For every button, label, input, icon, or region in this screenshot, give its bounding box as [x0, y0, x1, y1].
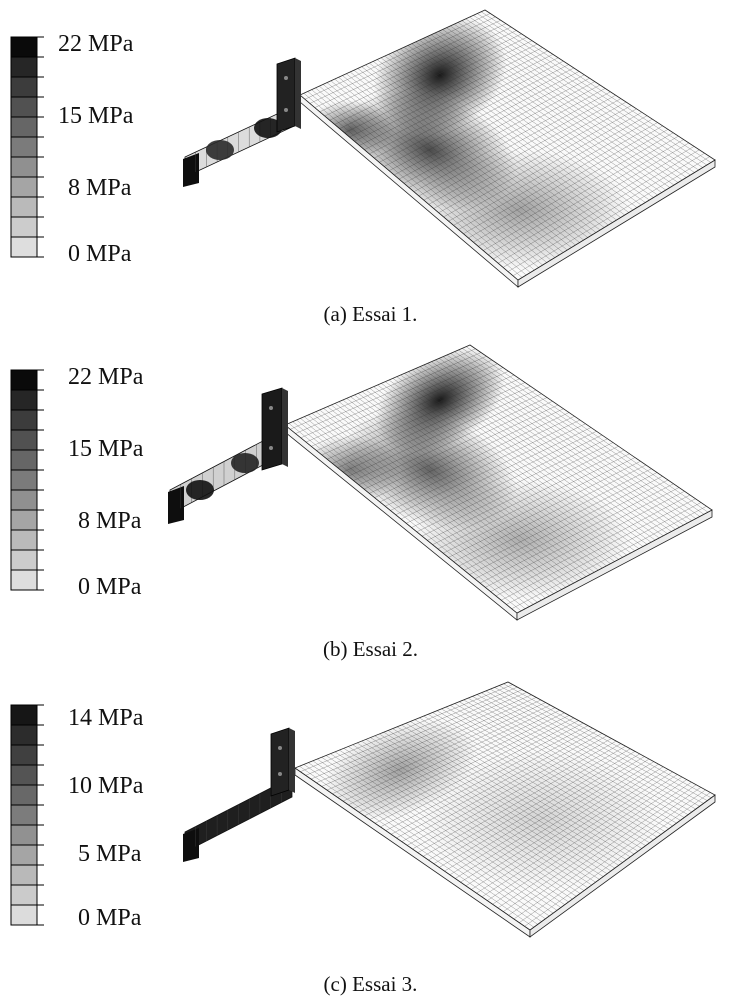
beam-stress-zone	[206, 140, 234, 160]
legend-band	[10, 176, 38, 198]
panel-essai-2: 22 MPa 15 MPa 8 MPa 0 MPa (b) Essai 2.	[0, 335, 741, 665]
legend-band	[10, 884, 38, 906]
legend-band	[10, 96, 38, 118]
legend-band	[10, 904, 38, 926]
legend-low-label: 8 MPa	[78, 508, 142, 534]
fe-mesh	[303, 11, 711, 278]
panel-essai-1: 22 MPa 15 MPa 8 MPa 0 MPa (a) Essai 1.	[0, 0, 741, 330]
bolt-hole	[278, 746, 282, 750]
legend-band	[10, 864, 38, 886]
stress-legend: 22 MPa 15 MPa 8 MPa 0 MPa	[10, 365, 143, 599]
bolt-hole	[278, 772, 282, 776]
legend-low-label: 5 MPa	[78, 841, 142, 867]
legend-max-label: 22 MPa	[68, 364, 144, 390]
vertical-post	[270, 727, 290, 797]
vertical-post-side	[282, 388, 288, 467]
figure-caption: (b) Essai 2.	[322, 637, 419, 661]
legend-band	[10, 449, 38, 471]
legend-band	[10, 76, 38, 98]
legend-mid-label: 15 MPa	[68, 436, 144, 462]
stress-legend: 14 MPa 10 MPa 5 MPa 0 MPa	[10, 704, 143, 934]
legend-max-label: 14 MPa	[68, 705, 144, 731]
legend-band	[10, 56, 38, 78]
fe-model-essai-3	[183, 681, 716, 938]
vertical-post	[261, 387, 283, 471]
legend-band	[10, 469, 38, 491]
legend-band	[10, 136, 38, 158]
bolt-hole	[284, 76, 288, 80]
legend-band	[10, 216, 38, 238]
legend-band	[10, 409, 38, 431]
legend-band	[10, 389, 38, 411]
beam-end-face	[183, 153, 199, 187]
legend-color-bar	[10, 36, 44, 258]
legend-min-label: 0 MPa	[78, 574, 142, 600]
legend-band	[10, 116, 38, 138]
legend-band	[10, 784, 38, 806]
stress-zone	[300, 435, 400, 505]
legend-band	[10, 744, 38, 766]
legend-band	[10, 369, 38, 391]
legend-band	[10, 704, 38, 726]
fe-mesh	[288, 346, 709, 611]
vertical-post-side	[295, 58, 301, 129]
legend-mid-label: 15 MPa	[58, 103, 134, 129]
legend-band	[10, 529, 38, 551]
fe-model-essai-1	[183, 9, 716, 288]
beam-stress-zone	[186, 480, 214, 500]
panel-essai-3: 14 MPa 10 MPa 5 MPa 0 MPa (c) Essai 3.	[0, 670, 741, 1001]
legend-band	[10, 844, 38, 866]
beam-end-face	[183, 828, 199, 862]
legend-band	[10, 569, 38, 591]
legend-band	[10, 429, 38, 451]
legend-max-label: 22 MPa	[58, 31, 134, 57]
stress-zone	[410, 480, 630, 600]
legend-band	[10, 236, 38, 258]
fe-model-essai-2	[168, 344, 713, 621]
legend-min-label: 0 MPa	[68, 241, 132, 267]
vertical-post-side	[289, 728, 295, 793]
bolt-hole	[269, 446, 273, 450]
legend-min-label: 0 MPa	[78, 905, 142, 931]
legend-low-label: 8 MPa	[68, 175, 132, 201]
figure-caption: (c) Essai 3.	[323, 972, 418, 996]
legend-band	[10, 36, 38, 58]
legend-band	[10, 804, 38, 826]
legend-color-bar	[10, 704, 44, 926]
figure-caption: (a) Essai 1.	[323, 302, 418, 326]
legend-color-bar	[10, 369, 44, 591]
legend-band	[10, 196, 38, 218]
legend-band	[10, 724, 38, 746]
beam-end-face	[168, 486, 184, 524]
legend-band	[10, 509, 38, 531]
legend-band	[10, 549, 38, 571]
bolt-hole	[284, 108, 288, 112]
bolt-hole	[269, 406, 273, 410]
stress-legend: 22 MPa 15 MPa 8 MPa 0 MPa	[10, 32, 133, 266]
beam-stress-zone	[231, 453, 259, 473]
legend-band	[10, 156, 38, 178]
legend-band	[10, 764, 38, 786]
legend-band	[10, 824, 38, 846]
beam-stress-zone	[254, 118, 282, 138]
fe-mesh	[299, 683, 712, 928]
vertical-post	[276, 57, 296, 133]
legend-mid-label: 10 MPa	[68, 773, 144, 799]
legend-band	[10, 489, 38, 511]
